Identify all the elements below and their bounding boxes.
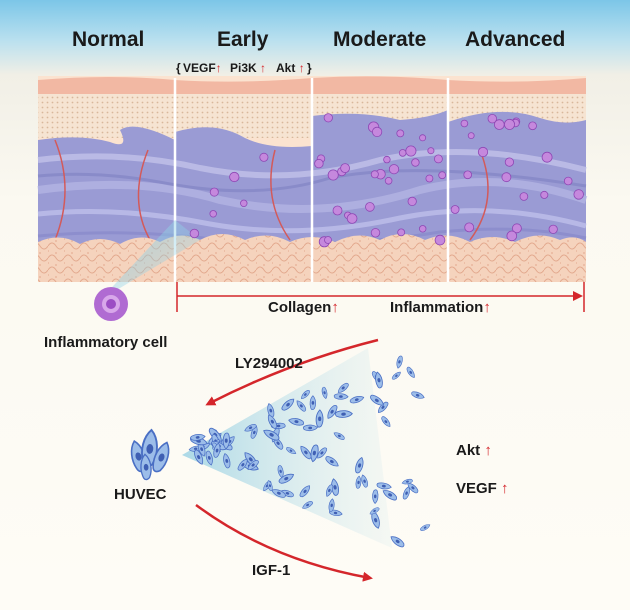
stage-label-advanced: Advanced — [465, 28, 566, 51]
marker-bracket-open: { — [176, 61, 181, 75]
inflammatory-cell-dot — [540, 190, 549, 199]
inflammatory-cell-dot — [506, 230, 518, 242]
progression-arrow — [176, 282, 585, 312]
up-arrow-icon: ↑ — [484, 442, 492, 459]
inflammatory-cell-dot — [189, 228, 200, 239]
igf1-label: IGF-1 — [252, 562, 291, 579]
up-arrow-icon: ↑ — [483, 299, 491, 316]
inflammatory-cell-icon — [94, 287, 128, 321]
inflammatory-cell-dot — [438, 171, 447, 180]
huvec-cell — [405, 365, 417, 380]
inflammatory-cell-dot — [346, 213, 358, 224]
inflammatory-cell-dot — [229, 171, 240, 183]
huvec-label: HUVEC — [114, 486, 167, 503]
inflammatory-cell-dot — [450, 205, 460, 214]
inflammatory-cell-dot — [407, 196, 417, 206]
inflammatory-cell-dot — [528, 121, 537, 131]
inflammatory-cell-dot — [463, 170, 473, 180]
inflammatory-cell-dot — [467, 132, 475, 140]
marker-pi3k: Pi3K ↑ — [230, 61, 267, 75]
inflammatory-cell-dot — [541, 151, 553, 163]
inflammatory-cell-dot — [427, 147, 435, 155]
inflammatory-cell-dot — [314, 158, 324, 169]
inflammatory-cell-dot — [388, 164, 400, 175]
huvec-cell — [379, 415, 393, 429]
stage-label-moderate: Moderate — [333, 28, 427, 51]
inflammatory-cell-dot — [384, 177, 393, 185]
huvec-cell — [390, 370, 403, 382]
inflammatory-cell-dot — [383, 155, 391, 164]
inflammatory-cell-label: Inflammatory cell — [44, 334, 168, 351]
inflammatory-cell-dot — [419, 225, 427, 233]
inflammatory-cell-dot — [434, 234, 446, 246]
marker-akt: Akt ↑ — [276, 61, 305, 75]
inflammatory-cell-dot — [433, 154, 443, 164]
inflammatory-cell-dot — [519, 192, 529, 201]
inflammatory-cell-dot — [209, 187, 219, 197]
huvec-cell — [395, 355, 404, 370]
inflammatory-cell-dot — [503, 118, 515, 130]
stage-label-early: Early — [217, 28, 269, 51]
inflammatory-cell-dot — [397, 228, 406, 237]
up-arrow-icon: ↑ — [260, 61, 267, 75]
inflammatory-cell-dot — [324, 236, 332, 244]
up-arrow-icon: ↑ — [215, 61, 222, 75]
inflammatory-cells — [189, 113, 584, 248]
inflammatory-cell-dot — [504, 157, 514, 167]
inflammatory-cell-dot — [370, 228, 381, 238]
inflammatory-cell-dot — [477, 146, 489, 158]
inflammatory-cell-dot — [425, 174, 434, 183]
inflammatory-cell-dot — [365, 202, 375, 212]
inflammatory-cell-dot — [209, 210, 217, 218]
stage-label-normal: Normal — [72, 28, 145, 51]
inflammatory-cell-dot — [460, 119, 469, 128]
up-arrow-icon: ↑ — [298, 61, 305, 75]
igf1-arrow — [195, 503, 373, 582]
inflammation-label: Inflammation↑ — [390, 299, 491, 316]
up-arrow-icon: ↑ — [501, 480, 509, 497]
inflammatory-cell-dot — [548, 224, 558, 234]
inflammatory-cell-dot — [323, 113, 333, 123]
inflammatory-cell-dot — [464, 222, 475, 233]
collagen-label: Collagen↑ — [268, 299, 339, 316]
inflammatory-cell-dot — [370, 170, 379, 179]
inflammatory-cell-dot — [487, 113, 498, 124]
inflammatory-cell-dot — [512, 223, 522, 234]
huvec-cell — [410, 390, 426, 401]
ly294002-arrow — [205, 338, 379, 406]
inflammatory-cell-dot — [371, 126, 383, 137]
inflammatory-cell-dot — [259, 152, 269, 162]
inflammatory-cell-dot — [240, 199, 248, 207]
marker-vegf: VEGF↑ — [183, 61, 222, 75]
vegf-label: VEGF ↑ — [456, 480, 509, 497]
inflammatory-cell-dot — [340, 163, 351, 174]
inflammatory-cell-dot — [563, 176, 573, 186]
huvec-cell — [309, 395, 316, 411]
inflammatory-cell-dot — [396, 129, 405, 138]
inflammatory-cell-dot — [419, 134, 427, 142]
inflammatory-cell-dot — [398, 149, 407, 157]
inflammatory-cell-dot — [501, 172, 512, 183]
inflammatory-cell-dot — [327, 169, 339, 181]
inflammatory-cell-dot — [405, 145, 417, 157]
inflammatory-cell-dot — [411, 158, 420, 167]
up-arrow-icon: ↑ — [331, 299, 339, 316]
huvec-cluster — [127, 428, 174, 481]
inflammatory-cell-dot — [573, 189, 584, 200]
huvec-cell — [419, 522, 432, 533]
inflammatory-cell-dot — [332, 205, 343, 216]
akt-label: Akt ↑ — [456, 442, 492, 459]
skin-tissue-panel — [37, 76, 588, 300]
marker-bracket-close: } — [307, 61, 312, 75]
ly294002-label: LY294002 — [235, 355, 303, 372]
